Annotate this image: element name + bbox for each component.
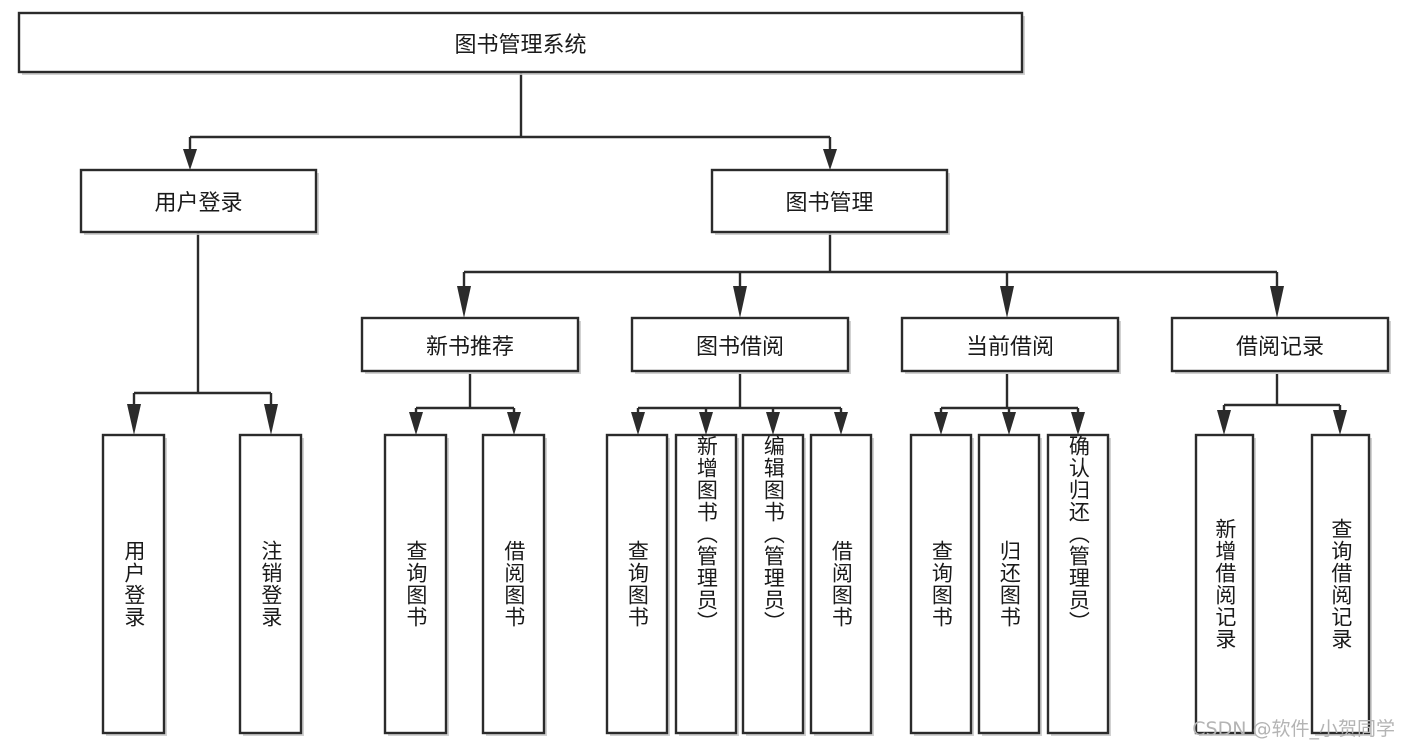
- node-leaf-return-book[interactable]: [977, 433, 1041, 735]
- arrow-to-book-borrow: [733, 286, 747, 318]
- node-leaf-user-logout[interactable]: [238, 433, 303, 735]
- node-current-borrow[interactable]: [900, 316, 1120, 373]
- arrow-to-leaf-borrow-book-1: [507, 412, 521, 435]
- arrow-to-borrow-record: [1270, 286, 1284, 318]
- node-leaf-borrow-book-2[interactable]: [809, 433, 873, 735]
- arrow-to-leaf-user-login: [127, 404, 141, 435]
- connector-layer: [127, 72, 1347, 435]
- arrow-to-leaf-query-book-2: [631, 412, 645, 435]
- node-borrow-record[interactable]: [1170, 316, 1390, 373]
- arrow-to-book-management: [823, 149, 837, 170]
- arrow-to-leaf-query-book-1: [409, 412, 423, 435]
- arrow-to-user-login: [183, 149, 197, 170]
- node-leaf-borrow-book-1[interactable]: [481, 433, 546, 735]
- arrow-to-leaf-return-book: [1002, 412, 1016, 435]
- arrow-to-leaf-user-logout: [264, 404, 278, 435]
- arrow-to-leaf-add-book: [699, 412, 713, 435]
- arrow-to-leaf-query-book-3: [934, 412, 948, 435]
- node-leaf-add-record[interactable]: [1194, 433, 1255, 735]
- node-new-book-recommend[interactable]: [360, 316, 580, 373]
- arrow-to-leaf-borrow-book-2: [834, 412, 848, 435]
- arrow-to-current-borrow: [1000, 286, 1014, 318]
- arrow-to-leaf-add-record: [1217, 410, 1231, 435]
- node-book-borrow[interactable]: [630, 316, 850, 373]
- arrow-to-new-book-recommend: [457, 286, 471, 318]
- node-leaf-query-book-3[interactable]: [909, 433, 973, 735]
- node-user-login[interactable]: [79, 168, 318, 234]
- node-leaf-user-login[interactable]: [101, 433, 166, 735]
- node-root[interactable]: [17, 11, 1024, 74]
- node-leaf-query-book-1[interactable]: [383, 433, 448, 735]
- node-book-management[interactable]: [710, 168, 949, 234]
- node-leaf-confirm-return[interactable]: [1046, 433, 1110, 735]
- arrow-to-leaf-edit-book: [766, 412, 780, 435]
- arrow-to-leaf-query-record: [1333, 410, 1347, 435]
- node-leaf-add-book[interactable]: [674, 433, 738, 735]
- node-leaf-edit-book[interactable]: [741, 433, 805, 735]
- node-leaf-query-record[interactable]: [1310, 433, 1371, 735]
- arrow-to-leaf-confirm-return: [1071, 412, 1085, 435]
- node-leaf-query-book-2[interactable]: [605, 433, 669, 735]
- node-layer: [17, 11, 1391, 736]
